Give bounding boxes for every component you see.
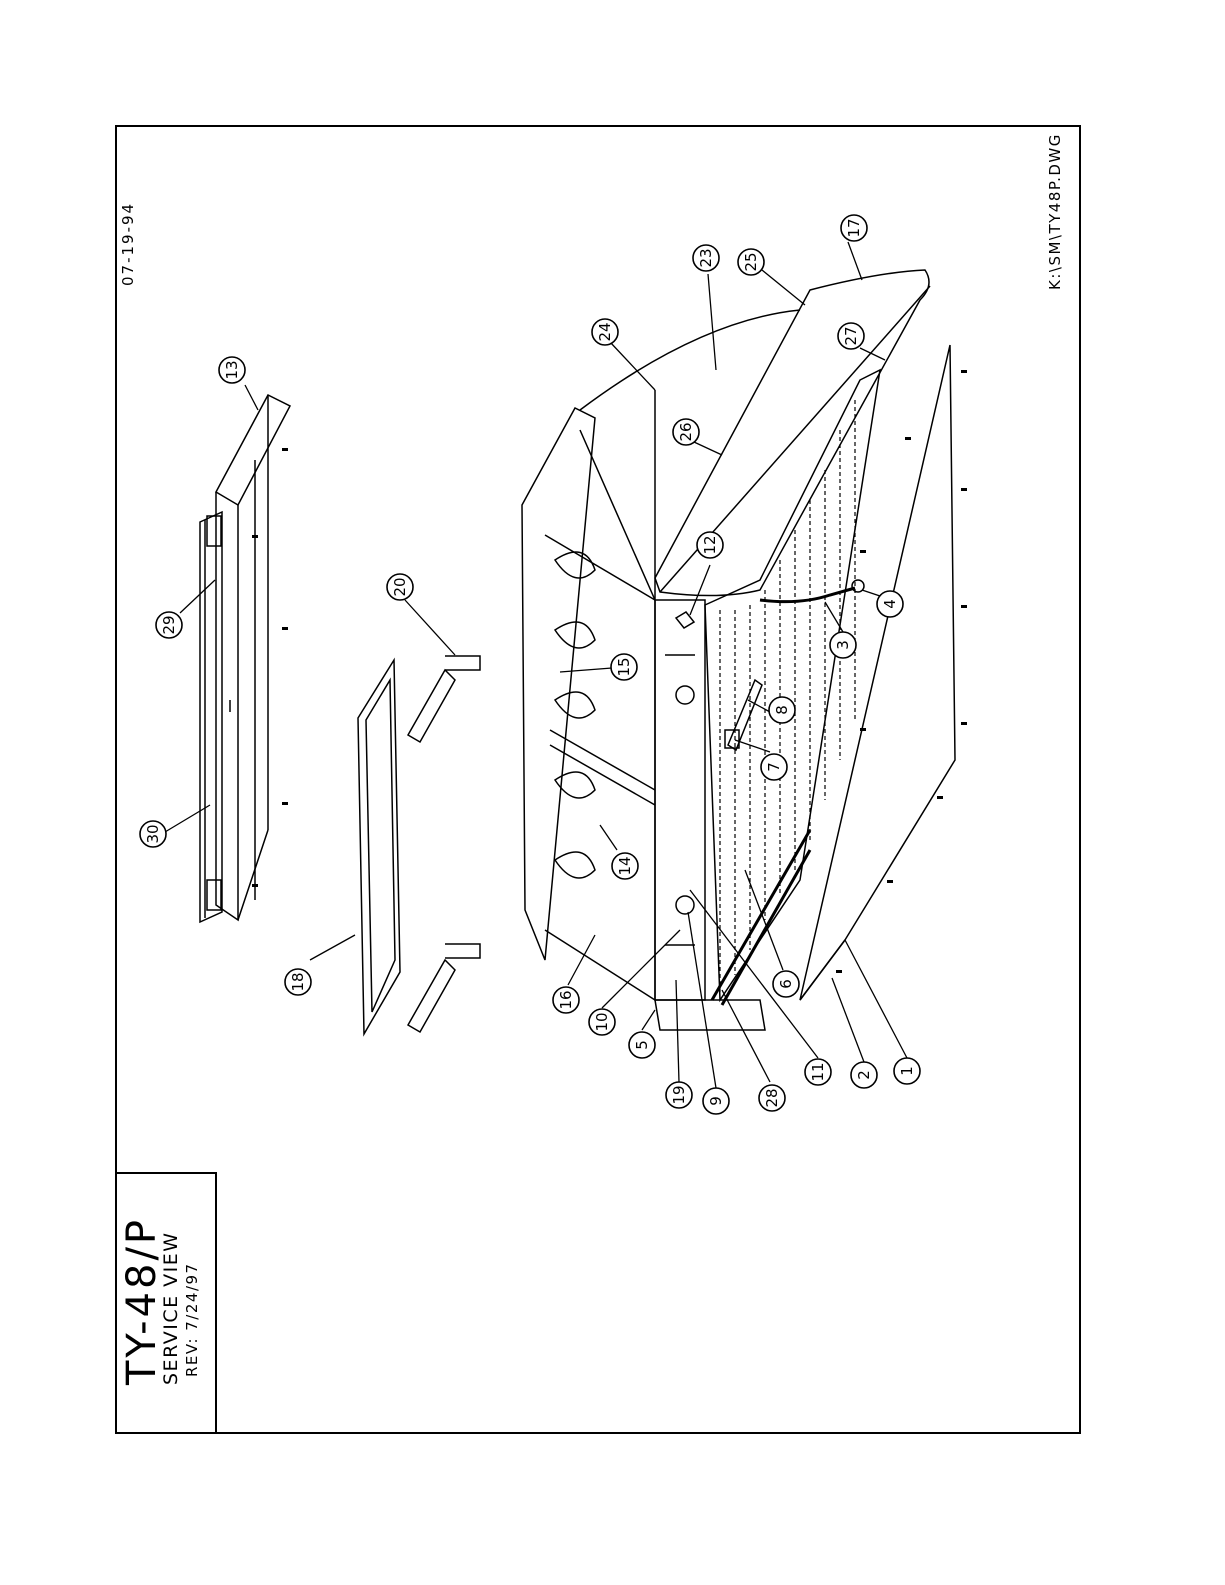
svg-text:8: 8 — [773, 705, 791, 715]
fastener-marks — [252, 370, 967, 973]
part-canopy — [522, 408, 655, 1000]
svg-text:30: 30 — [144, 824, 162, 843]
part-bracket-lower — [408, 944, 480, 1032]
callout-20: 20 — [387, 574, 413, 600]
callout-25: 25 — [738, 249, 764, 275]
callout-5: 5 — [629, 1032, 655, 1058]
callout-17: 17 — [841, 215, 867, 241]
svg-text:15: 15 — [615, 657, 633, 676]
callout-30: 30 — [140, 821, 166, 847]
part-top-rail — [216, 395, 290, 920]
callout-9: 9 — [703, 1088, 729, 1114]
callout-6: 6 — [773, 971, 799, 997]
callout-26: 26 — [673, 419, 699, 445]
part-perforated-deck — [705, 370, 880, 1000]
svg-text:26: 26 — [677, 422, 695, 441]
svg-text:23: 23 — [697, 248, 715, 267]
svg-text:17: 17 — [845, 218, 863, 237]
callout-28: 28 — [759, 1085, 785, 1111]
callout-19: 19 — [666, 1082, 692, 1108]
svg-text:16: 16 — [557, 990, 575, 1009]
callout-4: 4 — [877, 591, 903, 617]
callout-16: 16 — [553, 987, 579, 1013]
part-bottom-panel — [800, 345, 955, 1000]
callout-1: 1 — [894, 1058, 920, 1084]
svg-text:2: 2 — [855, 1070, 873, 1080]
callout-23: 23 — [693, 245, 719, 271]
callout-10: 10 — [589, 1009, 615, 1035]
svg-text:11: 11 — [809, 1062, 827, 1081]
svg-text:4: 4 — [881, 599, 899, 609]
leader-lines — [165, 242, 907, 1088]
svg-text:28: 28 — [763, 1088, 781, 1107]
svg-text:24: 24 — [596, 322, 614, 341]
svg-text:19: 19 — [670, 1085, 688, 1104]
callout-12: 12 — [697, 532, 723, 558]
callout-13: 13 — [219, 357, 245, 383]
svg-text:18: 18 — [289, 972, 307, 991]
callout-8: 8 — [769, 697, 795, 723]
part-side-panel — [580, 310, 800, 600]
part-front-panel — [200, 512, 230, 922]
part-bracket-upper — [408, 656, 480, 742]
svg-text:27: 27 — [842, 326, 860, 345]
svg-text:20: 20 — [391, 577, 409, 596]
svg-text:7: 7 — [765, 762, 783, 772]
svg-text:5: 5 — [633, 1040, 651, 1050]
callout-2: 2 — [851, 1062, 877, 1088]
svg-text:29: 29 — [160, 615, 178, 634]
callout-7: 7 — [761, 754, 787, 780]
svg-text:9: 9 — [707, 1096, 725, 1106]
callout-18: 18 — [285, 969, 311, 995]
svg-text:1: 1 — [898, 1066, 916, 1076]
callout-27: 27 — [838, 323, 864, 349]
svg-text:6: 6 — [777, 979, 795, 989]
callout-15: 15 — [611, 654, 637, 680]
svg-text:3: 3 — [834, 640, 852, 650]
svg-text:25: 25 — [742, 252, 760, 271]
svg-text:10: 10 — [593, 1012, 611, 1031]
svg-text:13: 13 — [223, 360, 241, 379]
callout-11: 11 — [805, 1059, 831, 1085]
part-power-cord — [760, 580, 864, 602]
part-handle — [725, 680, 762, 750]
callout-3: 3 — [830, 632, 856, 658]
svg-text:12: 12 — [701, 535, 719, 554]
callout-29: 29 — [156, 612, 182, 638]
part-door-frame — [358, 660, 400, 1034]
svg-text:14: 14 — [616, 856, 634, 875]
callout-24: 24 — [592, 319, 618, 345]
callout-14: 14 — [612, 853, 638, 879]
part-control-rail — [655, 600, 705, 1000]
part-kickplate — [655, 830, 810, 1030]
